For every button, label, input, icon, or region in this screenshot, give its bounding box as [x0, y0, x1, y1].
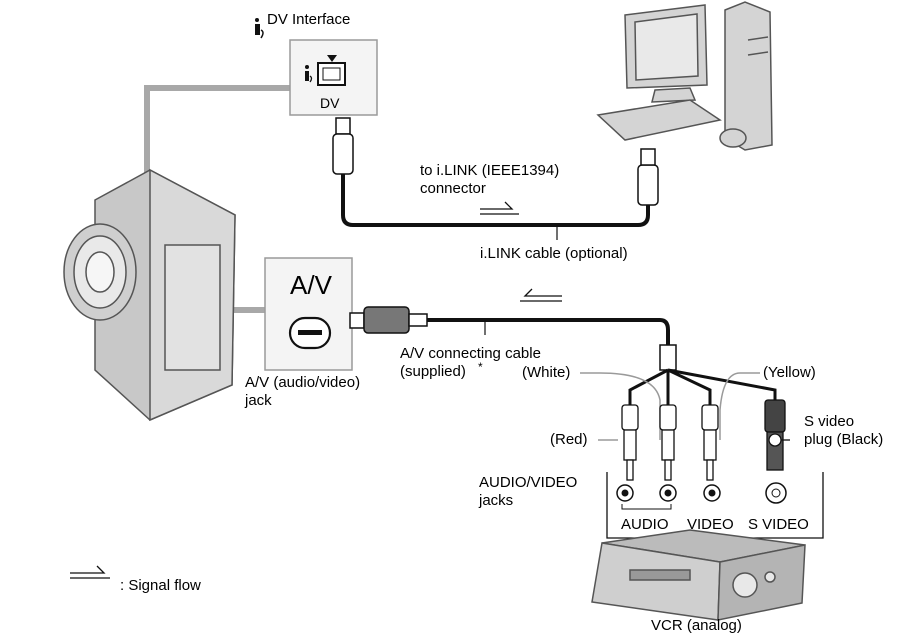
dv-interface-label: DV Interface [267, 11, 351, 28]
computer-icon [596, 1, 773, 151]
camcorder-icon [63, 168, 236, 422]
vcr-icon [591, 529, 806, 621]
rca-plug-yellow [701, 404, 719, 481]
s-video-plug-label: S video plug (Black) [804, 413, 884, 448]
red-label: (Red) [550, 431, 588, 448]
vcr-label: VCR (analog) [651, 617, 742, 634]
signal-flow-arrow-icon [480, 201, 519, 215]
av-cable [349, 306, 677, 371]
video-label: VIDEO [687, 516, 734, 533]
to-ilink-label: to i.LINK (IEEE1394) connector [420, 162, 560, 197]
av-box-label: A/V [290, 270, 332, 300]
signal-flow-legend-label: : Signal flow [120, 577, 201, 594]
legend-signal-flow-arrow-icon [70, 565, 110, 579]
asterisk-label: * [478, 360, 483, 374]
dv-port-label: DV [320, 95, 340, 111]
rca-plug-white [659, 404, 677, 481]
ilink-cable [332, 117, 659, 240]
yellow-label: (Yellow) [763, 364, 816, 381]
ilink-cable-label: i.LINK cable (optional) [480, 245, 628, 262]
color-leader-lines [580, 372, 760, 441]
dv-interface-box [289, 39, 378, 116]
av-cable-label: A/V connecting cable (supplied) [400, 345, 541, 380]
audio-label: AUDIO [621, 516, 669, 533]
white-label: (White) [522, 364, 571, 381]
ilink-icon [255, 18, 313, 83]
av-jack-label: A/V (audio/video) jack [245, 374, 361, 409]
av-cable-branches [628, 368, 777, 405]
s-video-label: S VIDEO [748, 516, 809, 533]
rca-plug-red [621, 404, 639, 481]
camcorder-leader-lines [144, 85, 290, 313]
signal-flow-arrow-icon [520, 288, 562, 302]
av-jack-box [264, 257, 353, 371]
s-video-plug [764, 399, 790, 471]
audio-video-jacks-label: AUDIO/VIDEO jacks [479, 474, 578, 509]
